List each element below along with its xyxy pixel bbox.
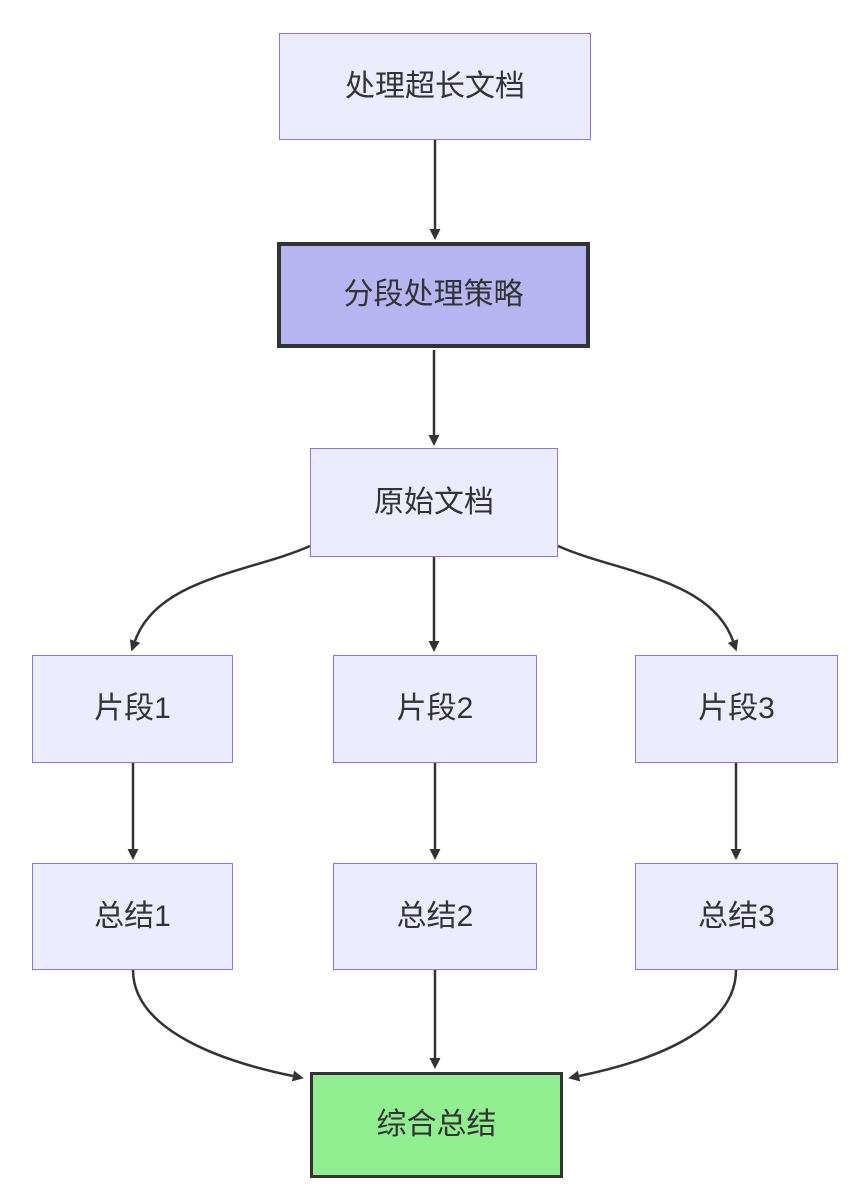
node-summary-1-label: 总结1: [94, 899, 171, 933]
node-final-summary: 综合总结: [310, 1072, 563, 1178]
node-fragment-2: 片段2: [333, 655, 537, 763]
node-summary-2: 总结2: [333, 863, 537, 970]
edge-original-to-fragment3: [557, 544, 739, 652]
node-summary-3-label: 总结3: [698, 899, 775, 933]
edge-summary1-to-final: [131, 969, 304, 1082]
node-summary-1: 总结1: [32, 863, 233, 970]
node-fragment-3-label: 片段3: [698, 692, 775, 725]
node-process-long-doc: 处理超长文档: [279, 33, 591, 140]
node-fragment-1: 片段1: [32, 655, 233, 763]
node-fragment-2-label: 片段2: [396, 692, 474, 725]
edge-summary3-to-final: [568, 969, 738, 1082]
node-final-summary-label: 综合总结: [376, 1108, 497, 1141]
edge-original-to-fragment1: [129, 544, 311, 652]
node-segmentation-strategy: 分段处理策略: [277, 242, 590, 348]
node-summary-3: 总结3: [635, 863, 838, 970]
node-original-doc: 原始文档: [310, 448, 558, 557]
node-original-doc-label: 原始文档: [374, 485, 494, 519]
node-segmentation-strategy-label: 分段处理策略: [343, 278, 524, 311]
node-process-long-doc-label: 处理超长文档: [345, 69, 525, 103]
node-summary-2-label: 总结2: [396, 899, 474, 933]
node-fragment-1-label: 片段1: [94, 692, 171, 725]
node-fragment-3: 片段3: [635, 655, 838, 763]
